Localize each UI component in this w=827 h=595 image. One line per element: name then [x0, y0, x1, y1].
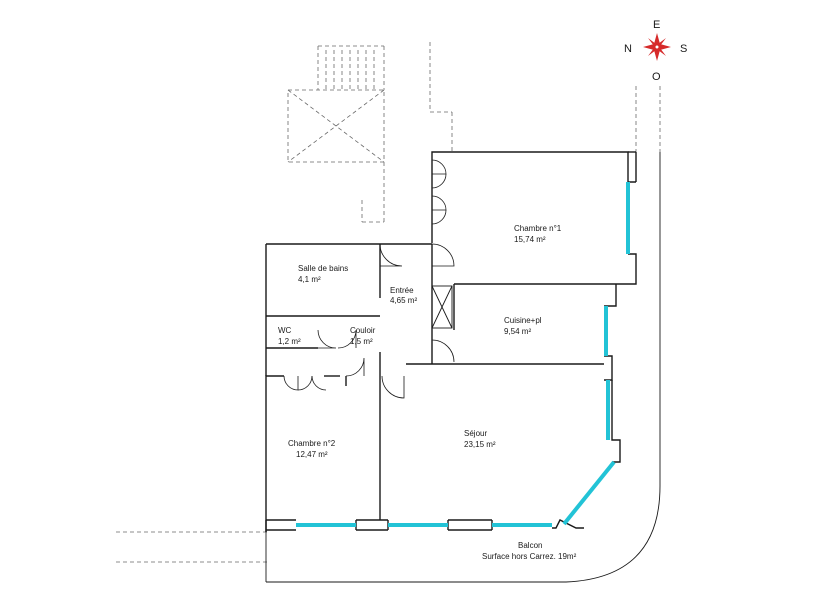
room-name-salle-de-bains: Salle de bains: [298, 264, 348, 273]
doors: [283, 159, 455, 399]
room-name-chambre1: Chambre n°1: [514, 224, 562, 233]
windows: [296, 182, 630, 527]
balcon-note: Surface hors Carrez. 19m²: [482, 552, 577, 561]
room-area-wc: 1,2 m²: [278, 337, 301, 346]
window-sejour-bay: [562, 460, 616, 526]
room-area-entree: 4,65 m²: [390, 296, 417, 305]
room-name-entree: Entrée: [390, 286, 414, 295]
balcon-name: Balcon: [518, 541, 542, 550]
room-area-chambre2: 12,47 m²: [296, 450, 328, 459]
room-area-chambre1: 15,74 m²: [514, 235, 546, 244]
room-area-sejour: 23,15 m²: [464, 440, 496, 449]
walls: [265, 151, 661, 583]
compass-rose-icon: [643, 33, 671, 61]
room-name-couloir: Couloir: [350, 326, 376, 335]
compass: E N S O: [624, 19, 687, 83]
room-area-salle-de-bains: 4,1 m²: [298, 275, 321, 284]
compass-east: E: [653, 19, 660, 31]
compass-west: O: [652, 71, 661, 83]
room-area-cuisine: 9,54 m²: [504, 327, 531, 336]
room-name-wc: WC: [278, 326, 292, 335]
dashed-context: [116, 42, 661, 563]
compass-north: N: [624, 43, 632, 55]
compass-south: S: [680, 43, 687, 55]
room-area-couloir: 1,5 m²: [350, 337, 373, 346]
room-name-chambre2: Chambre n°2: [288, 439, 336, 448]
room-name-sejour: Séjour: [464, 429, 487, 438]
room-labels: Chambre n°1 15,74 m² Salle de bains 4,1 …: [278, 224, 577, 561]
room-name-cuisine: Cuisine+pl: [504, 316, 542, 325]
